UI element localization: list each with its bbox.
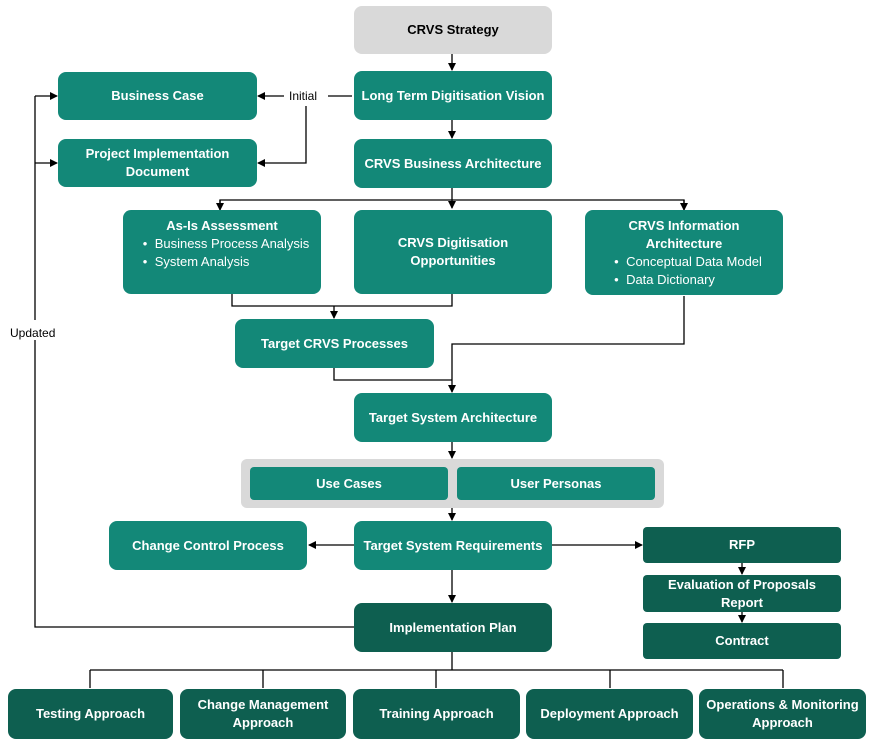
business-case-label: Business Case bbox=[111, 88, 204, 103]
user-personas-box: User Personas bbox=[457, 467, 655, 500]
target-system-architecture-box: Target System Architecture bbox=[354, 393, 552, 442]
target-processes-label: Target CRVS Processes bbox=[261, 335, 408, 351]
as-is-assessment-box: As-Is Assessment Business Process Analys… bbox=[123, 210, 321, 294]
target-system-requirements-box: Target System Requirements bbox=[354, 521, 552, 570]
user-personas-label: User Personas bbox=[510, 475, 602, 491]
information-architecture-box: CRVS Information Architecture Conceptual… bbox=[585, 210, 783, 295]
target-system-requirements-label: Target System Requirements bbox=[363, 537, 543, 553]
testing-approach-label: Testing Approach bbox=[35, 706, 146, 721]
list-item: System Analysis bbox=[135, 253, 310, 271]
crvs-strategy-box: CRVS Strategy bbox=[354, 6, 552, 54]
evaluation-box: Evaluation of Proposals Report bbox=[643, 575, 841, 612]
digitisation-opportunities-label: CRVS Digitisation Opportunities bbox=[397, 235, 509, 268]
as-is-assessment-list: Business Process Analysis System Analysi… bbox=[135, 235, 310, 271]
rfp-box: RFP bbox=[643, 527, 841, 563]
digitisation-vision-label: Long Term Digitisation Vision bbox=[361, 87, 545, 103]
information-architecture-title: CRVS Information Architecture bbox=[628, 218, 740, 251]
operations-monitoring-approach-label: Operations & Monitoring Approach bbox=[706, 697, 859, 730]
implementation-plan-box: Implementation Plan bbox=[354, 603, 552, 652]
as-is-assessment-title: As-Is Assessment bbox=[166, 218, 278, 233]
business-architecture-box: CRVS Business Architecture bbox=[354, 139, 552, 188]
business-case-box: Business Case bbox=[58, 72, 257, 120]
change-control-box: Change Control Process bbox=[109, 521, 307, 570]
list-item: Conceptual Data Model bbox=[606, 253, 762, 271]
deployment-approach-label: Deployment Approach bbox=[540, 706, 679, 721]
digitisation-vision-box: Long Term Digitisation Vision bbox=[354, 71, 552, 120]
use-cases-label: Use Cases bbox=[316, 475, 382, 491]
rfp-label: RFP bbox=[729, 537, 755, 552]
digitisation-opportunities-box: CRVS Digitisation Opportunities bbox=[354, 210, 552, 294]
list-item: Business Process Analysis bbox=[135, 235, 310, 253]
target-processes-box: Target CRVS Processes bbox=[235, 319, 434, 368]
business-architecture-label: CRVS Business Architecture bbox=[364, 155, 542, 171]
training-approach-box: Training Approach bbox=[353, 689, 520, 739]
evaluation-label: Evaluation of Proposals Report bbox=[667, 576, 817, 610]
operations-monitoring-approach-box: Operations & Monitoring Approach bbox=[699, 689, 866, 739]
project-implementation-box: Project Implementation Document bbox=[58, 139, 257, 187]
contract-box: Contract bbox=[643, 623, 841, 659]
updated-label: Updated bbox=[10, 326, 56, 340]
change-control-label: Change Control Process bbox=[132, 537, 284, 553]
project-implementation-label: Project Implementation Document bbox=[85, 146, 230, 179]
initial-label: Initial bbox=[289, 89, 318, 103]
deployment-approach-box: Deployment Approach bbox=[526, 689, 693, 739]
training-approach-label: Training Approach bbox=[379, 706, 494, 721]
list-item: Data Dictionary bbox=[606, 271, 762, 289]
crvs-strategy-label: CRVS Strategy bbox=[407, 22, 499, 37]
contract-label: Contract bbox=[715, 633, 769, 648]
use-cases-box: Use Cases bbox=[250, 467, 448, 500]
target-system-architecture-label: Target System Architecture bbox=[368, 409, 538, 425]
information-architecture-list: Conceptual Data Model Data Dictionary bbox=[606, 253, 762, 289]
change-management-approach-box: Change Management Approach bbox=[180, 689, 346, 739]
testing-approach-box: Testing Approach bbox=[8, 689, 173, 739]
change-management-approach-label: Change Management Approach bbox=[197, 697, 329, 730]
implementation-plan-label: Implementation Plan bbox=[389, 619, 517, 635]
